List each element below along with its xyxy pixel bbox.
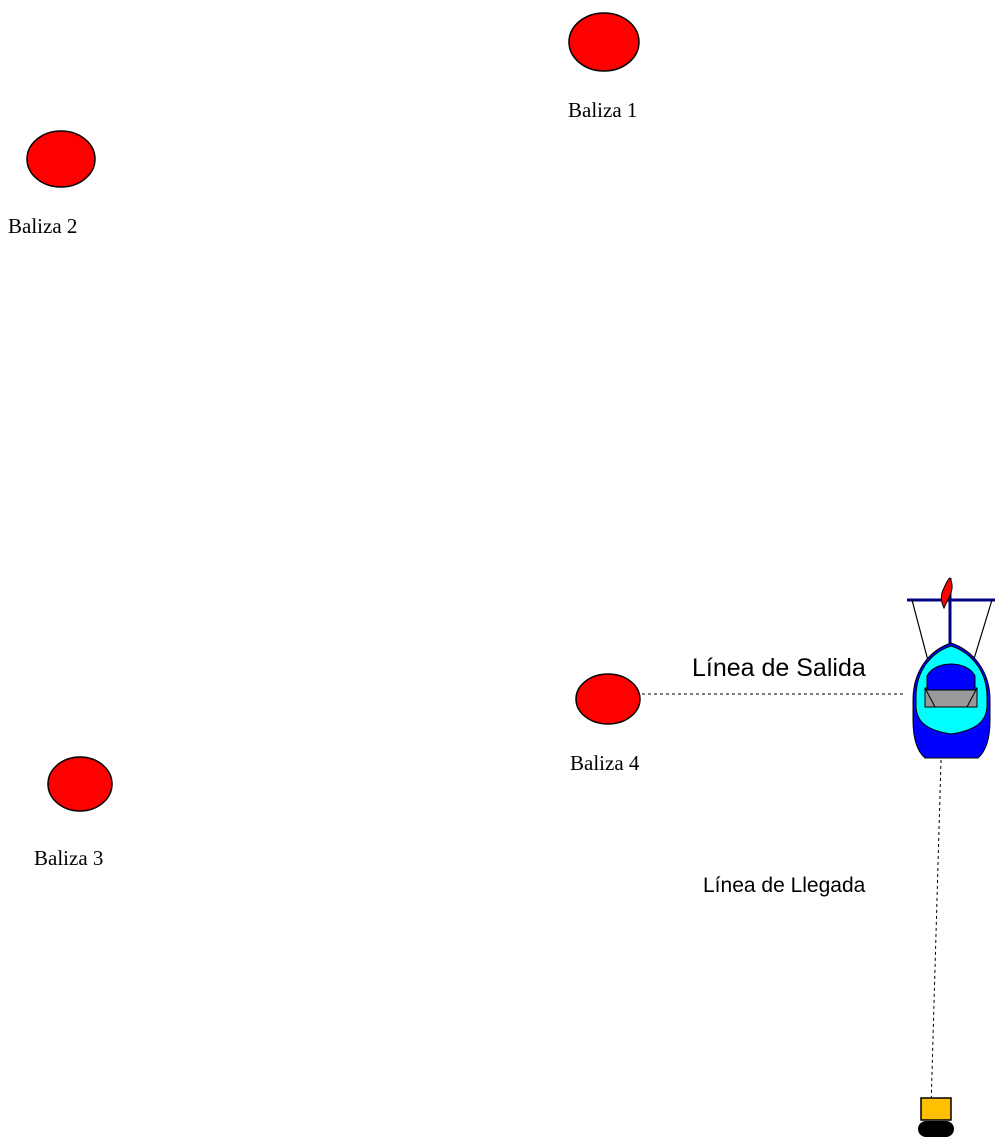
boat-cabin-top <box>926 663 976 691</box>
finish-marker <box>918 1097 954 1137</box>
buoy-1-marker <box>568 12 640 72</box>
finish-marker-base <box>918 1121 954 1137</box>
boat-flag <box>940 577 953 610</box>
buoy-4: Baliza 4 <box>570 673 641 775</box>
buoy-2: Baliza 2 <box>8 130 96 238</box>
finish-line <box>930 759 942 1109</box>
buoy-3: Baliza 3 <box>34 756 113 870</box>
start-line-label-mask <box>885 650 915 684</box>
buoy-4-label: Baliza 4 <box>570 751 640 775</box>
buoy-1-label: Baliza 1 <box>568 98 637 122</box>
boat-cabin-edge-left <box>924 687 936 708</box>
buoy-3-marker <box>47 756 113 812</box>
finish-marker-top <box>920 1097 952 1121</box>
boat-cabin-edge-right <box>966 687 978 708</box>
buoy-2-marker <box>26 130 96 188</box>
buoy-2-label: Baliza 2 <box>8 214 77 238</box>
buoy-4-marker <box>575 673 641 725</box>
buoy-1: Baliza 1 <box>568 12 640 122</box>
start-line-label: Línea de Salida <box>692 654 866 682</box>
boat-cabin-side <box>924 687 978 708</box>
committee-boat <box>907 577 995 759</box>
buoy-3-label: Baliza 3 <box>34 846 103 870</box>
finish-line-label: Línea de Llegada <box>703 874 866 897</box>
